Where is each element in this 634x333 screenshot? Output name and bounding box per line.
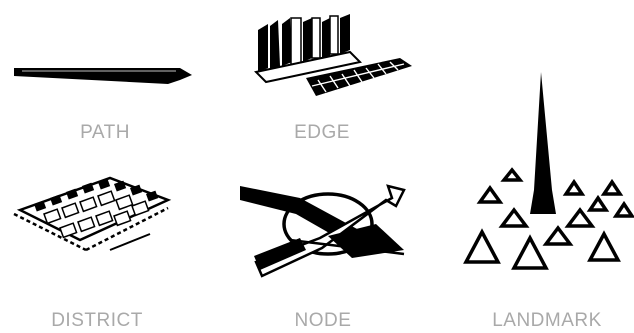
district-illustration xyxy=(14,178,168,250)
path-label: PATH xyxy=(25,122,185,144)
path-illustration xyxy=(14,68,192,84)
edge-label: EDGE xyxy=(242,122,402,144)
landmark-label: LANDMARK xyxy=(467,310,627,332)
landmark-illustration xyxy=(466,72,632,268)
node-illustration xyxy=(240,186,404,276)
node-label: NODE xyxy=(243,310,403,332)
edge-illustration xyxy=(256,14,412,96)
district-label: DISTRICT xyxy=(17,310,177,332)
